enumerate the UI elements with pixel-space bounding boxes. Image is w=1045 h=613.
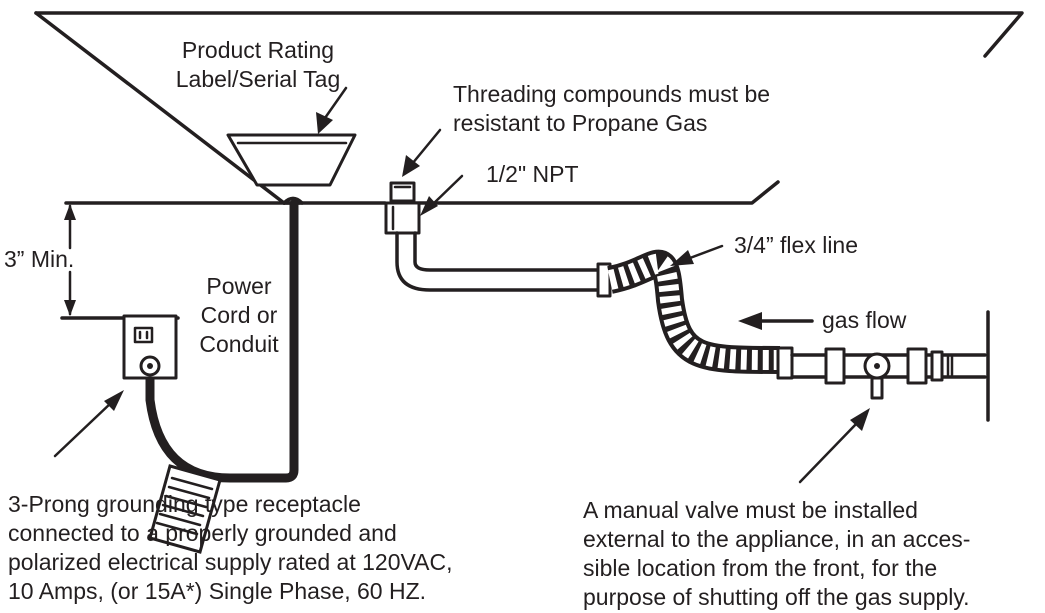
flex-arrow [670,244,724,266]
clearance-dimension [60,204,180,320]
rating-label-text: Product Rating Label/Serial Tag [175,37,341,92]
npt-text: 1/2" NPT [486,161,579,187]
power-cord-text: Power Cord or Conduit [199,273,279,357]
gas-flow-arrow [738,312,814,330]
appliance-body [34,11,1024,205]
threading-text: Threading compounds must be resistant to… [453,81,771,136]
valve-arrow [798,408,870,484]
manual-valve-text: A manual valve must be installed externa… [583,497,971,610]
rating-label-arrow [316,86,348,134]
threading-arrow [402,128,442,177]
min-clearance-text: 3” Min. [4,246,75,272]
manual-valve-icon [863,352,891,400]
flex-line-text: 3/4” flex line [734,232,859,258]
power-cord [145,199,299,554]
npt-arrow [420,174,464,216]
rating-label-plate [226,133,357,187]
receptacle-arrow [53,390,124,458]
flex-line [606,249,794,380]
gas-inlet-pipe [384,181,612,298]
receptacle-text: 3-Prong grounding type receptacle connec… [8,491,453,604]
gas-flow-text: gas flow [822,307,907,333]
receptacle-box [122,314,178,380]
supply-pipe [790,310,990,422]
cord-grommet [282,196,304,205]
